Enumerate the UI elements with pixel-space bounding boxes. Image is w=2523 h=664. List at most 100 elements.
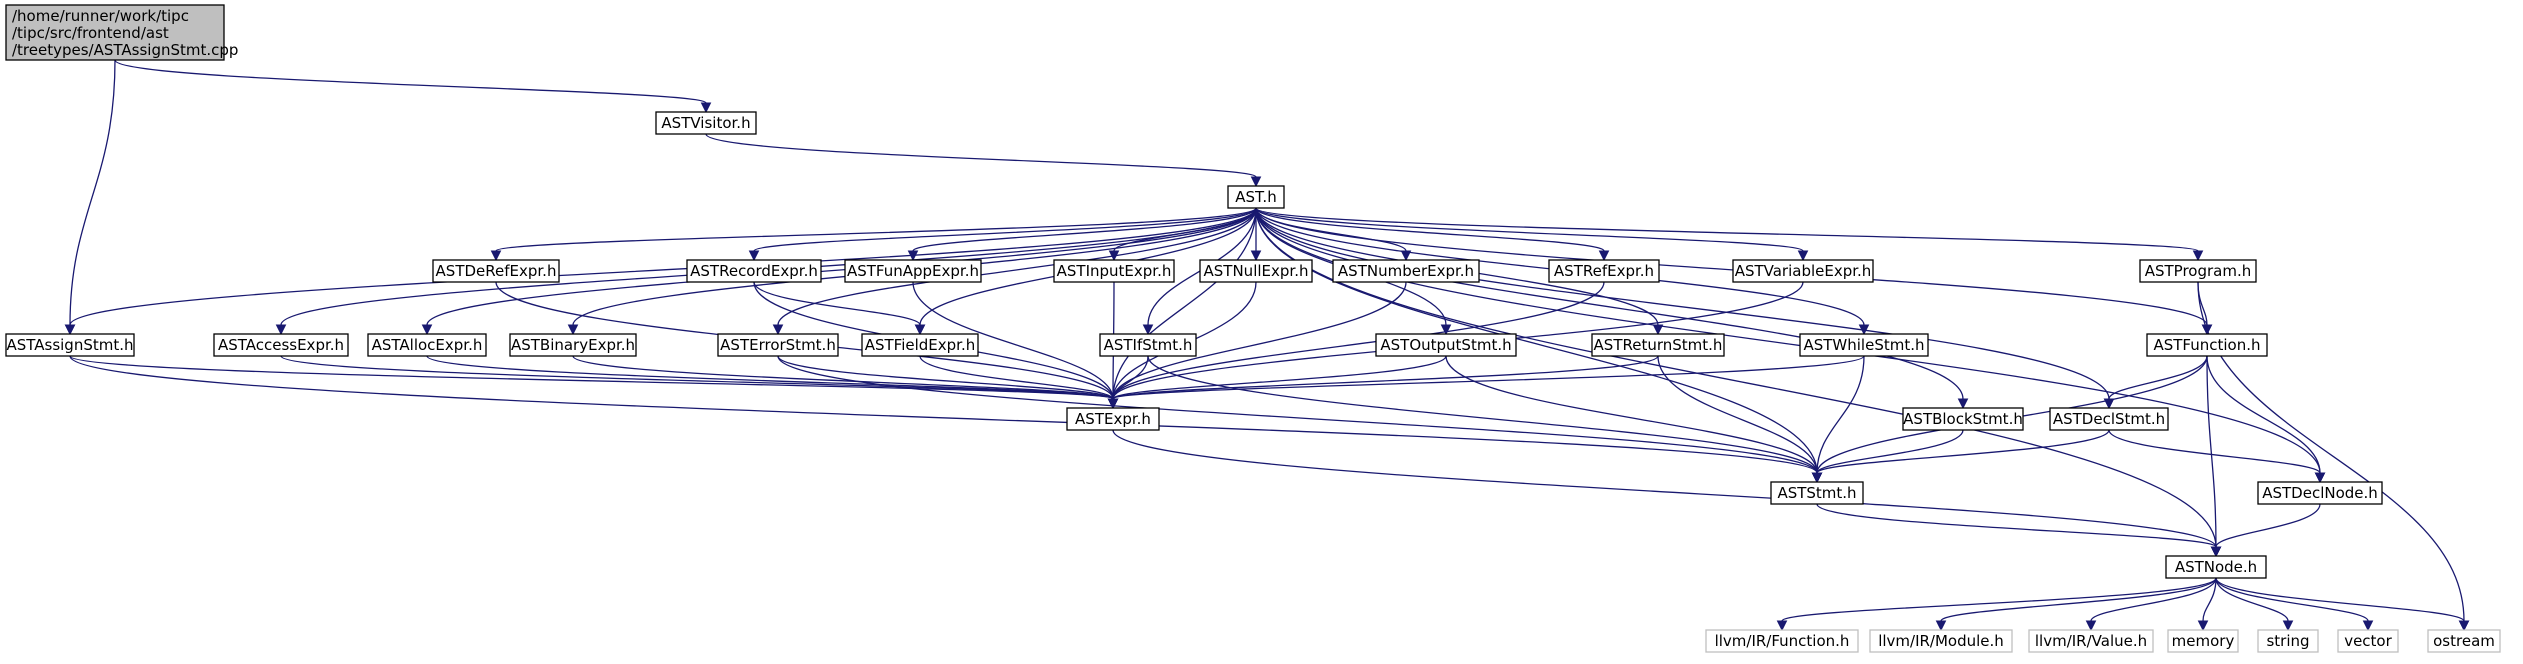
node-llvm-module[interactable]: llvm/IR/Module.h	[1869, 629, 2013, 653]
node-ast-program[interactable]: ASTProgram.h	[2139, 259, 2257, 283]
node-ast-field-expr[interactable]: ASTFieldExpr.h	[861, 333, 979, 357]
node-label: ASTRefExpr.h	[1554, 262, 1654, 280]
node-ast-record-expr[interactable]: ASTRecordExpr.h	[686, 259, 822, 283]
node-label: ASTErrorStmt.h	[720, 336, 836, 354]
node-ast-input-expr[interactable]: ASTInputExpr.h	[1053, 259, 1175, 283]
arrowhead	[2197, 620, 2209, 632]
edge-ast-to-ast-record-expr	[748, 207, 1257, 262]
edge-line	[2215, 577, 2465, 622]
edge-ast-error-stmt-to-ast-expr	[777, 355, 1119, 410]
node-box	[5, 4, 225, 61]
edge-ast-while-stmt-to-ast-stmt	[1811, 355, 1865, 484]
node-memory[interactable]: memory	[2167, 629, 2239, 653]
node-ast-visitor[interactable]: ASTVisitor.h	[655, 111, 757, 135]
node-ast-ref-expr[interactable]: ASTRefExpr.h	[1548, 259, 1660, 283]
node-label: ASTReturnStmt.h	[1594, 336, 1723, 354]
node-label: /tipc/src/frontend/ast	[12, 24, 169, 42]
node-box	[1099, 333, 1197, 357]
node-ast-function[interactable]: ASTFunction.h	[2146, 333, 2268, 357]
node-box	[1869, 629, 2013, 653]
edge-ast-assign-stmt-to-ast-stmt	[69, 355, 1823, 484]
arrowhead	[2314, 472, 2326, 484]
arrowhead	[64, 324, 76, 336]
node-box	[861, 333, 979, 357]
node-box	[1199, 259, 1313, 283]
node-ostream[interactable]: ostream	[2427, 629, 2501, 653]
node-ast-stmt[interactable]: ASTStmt.h	[1770, 481, 1864, 505]
node-ast-decl-stmt[interactable]: ASTDeclStmt.h	[2049, 407, 2169, 431]
edge-ast-decl-node-to-ast-node	[2210, 503, 2321, 558]
arrowhead	[1400, 250, 1412, 262]
node-ast-decl-node[interactable]: ASTDeclNode.h	[2257, 481, 2383, 505]
edge-line	[1255, 207, 2217, 548]
edge-line	[753, 281, 921, 326]
node-label: ASTRecordExpr.h	[690, 262, 818, 280]
node-label: ASTNumberExpr.h	[1338, 262, 1474, 280]
node-ast-return-stmt[interactable]: ASTReturnStmt.h	[1591, 333, 1725, 357]
node-ast-assign-stmt[interactable]: ASTAssignStmt.h	[5, 333, 135, 357]
node-ast-alloc-expr[interactable]: ASTAllocExpr.h	[367, 333, 487, 357]
node-src[interactable]: /home/runner/work/tipc/tipc/src/frontend…	[5, 4, 238, 61]
arrowhead	[1250, 250, 1262, 262]
node-label: llvm/IR/Function.h	[1715, 632, 1850, 650]
node-label: ASTVisitor.h	[661, 114, 750, 132]
node-box	[2257, 629, 2319, 653]
node-box	[1732, 259, 1874, 283]
node-llvm-value[interactable]: llvm/IR/Value.h	[2028, 629, 2154, 653]
edge-line	[2090, 577, 2217, 622]
node-ast-number-expr[interactable]: ASTNumberExpr.h	[1332, 259, 1480, 283]
edge-ast-to-ast-alloc-expr	[421, 207, 1257, 336]
node-ast-while-stmt[interactable]: ASTWhileStmt.h	[1799, 333, 1929, 357]
node-ast-node[interactable]: ASTNode.h	[2165, 555, 2267, 579]
edge-line	[572, 355, 1114, 400]
graph-edges	[64, 59, 2470, 632]
edge-line	[2215, 577, 2289, 622]
node-box	[2028, 629, 2154, 653]
node-ast-expr[interactable]: ASTExpr.h	[1066, 407, 1160, 431]
node-ast-variable-expr[interactable]: ASTVariableExpr.h	[1732, 259, 1874, 283]
node-ast-error-stmt[interactable]: ASTErrorStmt.h	[717, 333, 839, 357]
node-vector[interactable]: vector	[2337, 629, 2399, 653]
edge-ast-while-stmt-to-ast-expr	[1107, 355, 1865, 410]
node-ast-binary-expr[interactable]: ASTBinaryExpr.h	[509, 333, 637, 357]
edge-ast-node-to-llvm-function	[1776, 577, 2217, 632]
edge-ast-field-expr-to-ast-expr	[919, 355, 1119, 410]
node-ast-fun-app-expr[interactable]: ASTFunAppExpr.h	[844, 259, 982, 283]
node-ast-block-stmt[interactable]: ASTBlockStmt.h	[1902, 407, 2024, 431]
arrowhead	[2210, 546, 2222, 558]
node-ast-if-stmt[interactable]: ASTIfStmt.h	[1099, 333, 1197, 357]
edge-line	[1112, 281, 1407, 400]
node-label: ASTFieldExpr.h	[865, 336, 976, 354]
arrowhead	[1935, 620, 1947, 632]
edge-line	[2206, 355, 2217, 548]
node-ast[interactable]: AST.h	[1227, 185, 1285, 209]
arrowhead	[2282, 620, 2294, 632]
edge-ast-alloc-expr-to-ast-expr	[426, 355, 1119, 410]
edge-line	[1255, 207, 1964, 400]
arrowhead	[914, 324, 926, 336]
node-box	[1705, 629, 1859, 653]
node-llvm-function[interactable]: llvm/IR/Function.h	[1705, 629, 1859, 653]
edge-ast-node-to-vector	[2215, 577, 2374, 632]
edge-ast-node-to-memory	[2197, 577, 2217, 632]
node-ast-null-expr[interactable]: ASTNullExpr.h	[1199, 259, 1313, 283]
edge-ast-to-ast-assign-stmt	[64, 207, 1257, 336]
edge-line	[2206, 355, 2321, 474]
node-ast-output-stmt[interactable]: ASTOutputStmt.h	[1375, 333, 1517, 357]
node-label: ASTInputExpr.h	[1057, 262, 1172, 280]
node-label: memory	[2172, 632, 2235, 650]
arrowhead	[2458, 620, 2470, 632]
edge-line	[912, 207, 1257, 252]
node-label: ASTStmt.h	[1777, 484, 1856, 502]
node-label: ASTBlockStmt.h	[1903, 410, 2023, 428]
node-ast-access-expr[interactable]: ASTAccessExpr.h	[213, 333, 349, 357]
node-box	[2165, 555, 2267, 579]
arrowhead	[275, 324, 287, 336]
edge-line	[1657, 355, 1818, 474]
node-string[interactable]: string	[2257, 629, 2319, 653]
arrowhead	[1107, 398, 1119, 410]
node-ast-de-ref-expr[interactable]: ASTDeRefExpr.h	[432, 259, 560, 283]
node-label: /home/runner/work/tipc	[12, 7, 189, 25]
edge-line	[1255, 207, 2208, 326]
